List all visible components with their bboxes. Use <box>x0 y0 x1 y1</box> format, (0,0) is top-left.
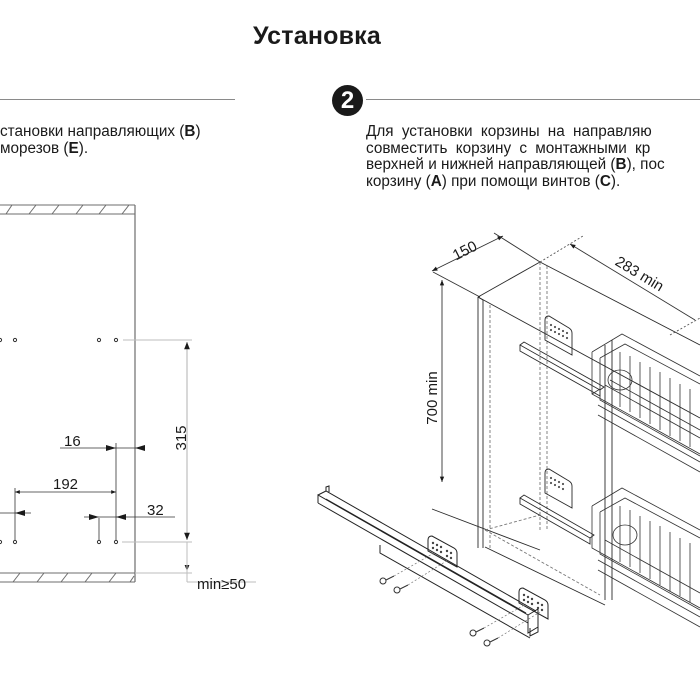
lower-wire-basket <box>591 487 700 628</box>
dim-min50-label: min≥50 <box>197 576 246 593</box>
dim-192-label: 192 <box>53 476 78 493</box>
mounting-holes-upper <box>0 337 119 343</box>
step1-instructions: становки направляющих (B) морезов (E). <box>0 123 201 157</box>
dim-32-label: 32 <box>147 502 164 519</box>
dim-16-arrow-left <box>106 445 116 451</box>
dim-700-label: 700 min <box>424 371 441 424</box>
step2-line3: верхней и нижней направляющей (B), пос <box>366 156 665 173</box>
loose-guide-rail <box>317 485 549 639</box>
dim-16-arrow-right <box>135 445 145 451</box>
screw-icon <box>469 627 485 637</box>
dim-315-label: 315 <box>173 425 190 450</box>
step2-number-badge: 2 <box>332 85 363 116</box>
top-panel-hatch <box>0 204 135 215</box>
step2-line4: корзину (A) при помощи винтов (C). <box>366 172 621 190</box>
step2-instructions: Для установки корзины на направляю совме… <box>366 123 665 190</box>
step1-divider <box>0 99 235 100</box>
dim-left-offset-arrow <box>15 510 25 516</box>
bottom-panel-hatch <box>0 572 135 583</box>
dim-32-arrow-right <box>116 514 126 520</box>
mounting-screws <box>379 552 541 647</box>
dim-150-line <box>431 235 504 272</box>
mounting-holes-lower <box>0 539 119 545</box>
step1-line2: морезов (E). <box>0 139 89 157</box>
step2-divider <box>366 99 700 100</box>
lower-rail-installed <box>519 468 595 545</box>
cabinet-isometric-view: 150 283 min 700 min <box>317 232 700 647</box>
upper-wire-basket <box>591 333 700 473</box>
extension-lines <box>122 339 256 583</box>
cabinet-side-view: 315 min≥50 16 192 32 <box>0 204 256 593</box>
dim-283-line <box>569 243 696 321</box>
screw-icon <box>379 575 395 585</box>
screw-icon <box>393 584 409 594</box>
page-title: Установка <box>253 22 381 50</box>
screw-icon <box>483 637 499 647</box>
dim-32-arrow-left <box>89 514 99 520</box>
step1-line1: становки направляющих (B) <box>0 123 201 140</box>
upper-rail <box>519 315 605 397</box>
step2-line2: совместить корзину с монтажными кр <box>366 139 651 157</box>
dim-16-label: 16 <box>64 433 81 450</box>
hole-extension-lines <box>14 443 117 540</box>
step2-line1: Для установки корзины на направляю <box>366 123 652 140</box>
